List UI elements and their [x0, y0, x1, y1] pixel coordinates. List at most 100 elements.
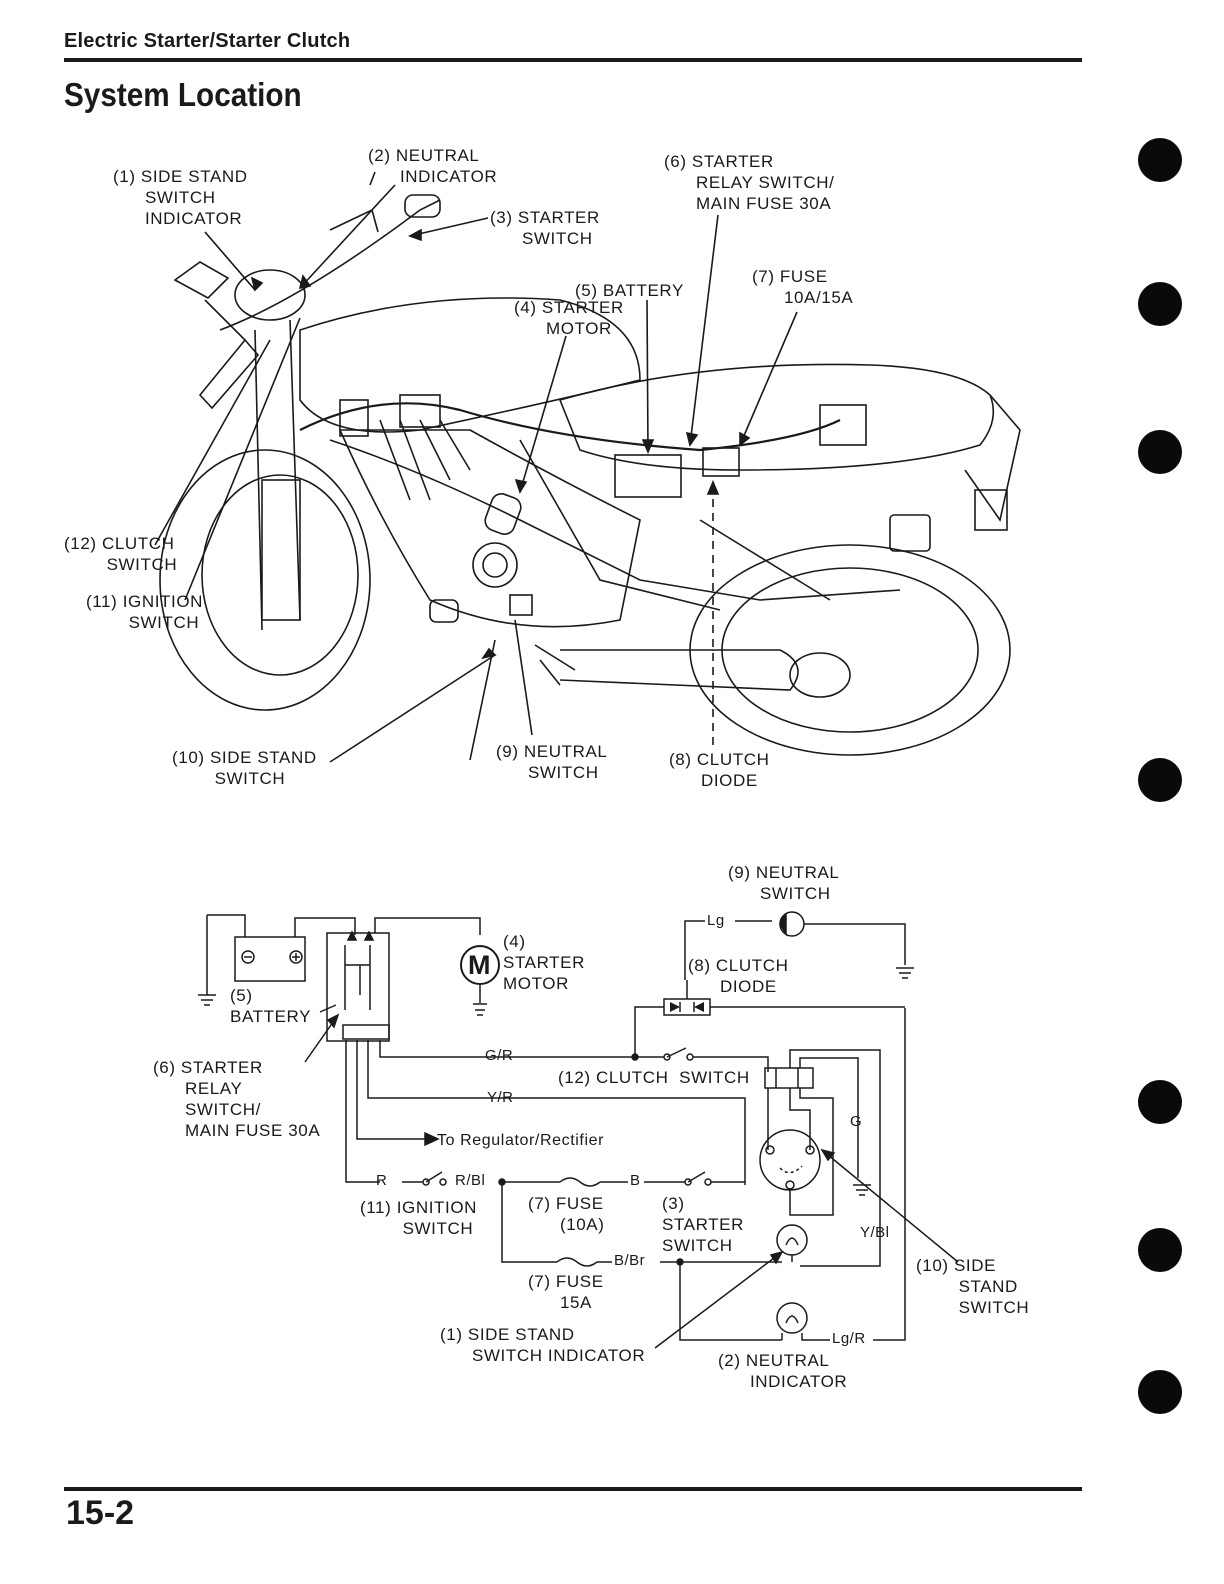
- label-side-stand-switch-indicator: (1) SIDE STAND SWITCH INDICATOR: [113, 167, 248, 228]
- ground-symbol: [853, 1184, 871, 1196]
- handlebar: [219, 199, 441, 331]
- clutch-switch-symbol: [663, 1047, 694, 1061]
- side-stand-switch-symbol: [759, 1129, 821, 1191]
- wire-lg: [684, 920, 705, 980]
- binder-hole: [1138, 138, 1182, 182]
- battery-ground-wire: [206, 914, 246, 995]
- wd-label-battery: (5) BATTERY: [230, 986, 312, 1026]
- fuel-tank: [299, 297, 641, 433]
- wd-label-neutral-switch: (9) NEUTRAL SWITCH: [728, 863, 840, 903]
- label-starter-switch: (3) STARTER SWITCH: [490, 208, 600, 248]
- neutral-indicator-bulb: [776, 1302, 808, 1334]
- wire-lg-r: [873, 1008, 906, 1341]
- mirror: [173, 261, 230, 299]
- side-stand-switch-connector: [764, 1067, 814, 1089]
- side-stand-indicator-bulb: [776, 1224, 808, 1256]
- neutral-switch-symbol: [779, 911, 805, 937]
- wire-regulator: [356, 1040, 425, 1140]
- wd-label-clutch-switch: (12) CLUTCH SWITCH: [558, 1068, 750, 1087]
- label-neutral-indicator: (2) NEUTRAL INDICATOR: [368, 146, 498, 186]
- starter-clutch: [472, 542, 518, 588]
- label-neutral-switch: (9) NEUTRAL SWITCH: [496, 742, 608, 782]
- wd-label-regulator: To Regulator/Rectifier: [437, 1132, 605, 1149]
- wd-label-side-stand-switch: (10) SIDE STAND SWITCH: [916, 1256, 1030, 1317]
- wd-label-starter-relay: (6) STARTER RELAY SWITCH/ MAIN FUSE 30A: [153, 1058, 321, 1140]
- wire-code-y-bl: Y/Bl: [860, 1224, 890, 1241]
- side-stand: [469, 639, 496, 761]
- header-rule: [64, 58, 1082, 62]
- wd-label-side-stand-indicator: (1) SIDE STAND SWITCH INDICATOR: [440, 1325, 646, 1365]
- leader-side-stand-indicator: [654, 1251, 783, 1349]
- wire-fuse-15a: [501, 1182, 557, 1263]
- label-fuse: (7) FUSE 10A/15A: [752, 267, 854, 307]
- wire-code-g-r: G/R: [485, 1047, 514, 1064]
- tail-light: [889, 514, 931, 552]
- wire-code-lg-r: Lg/R: [832, 1330, 866, 1347]
- wire-code-y-r: Y/R: [487, 1089, 514, 1106]
- motor-wire: [374, 917, 481, 935]
- binder-hole: [1138, 1228, 1182, 1272]
- label-starter-relay-switch: (6) STARTER RELAY SWITCH/ MAIN FUSE 30A: [664, 152, 835, 213]
- clutch-diode-symbol: [663, 998, 711, 1016]
- footer-rule: [64, 1487, 1082, 1491]
- wire-y-bl: [789, 1049, 881, 1267]
- starter-motor-shape: [484, 493, 522, 535]
- wire-g: [799, 1057, 859, 1178]
- wire-code-r-bl: R/Bl: [455, 1172, 486, 1189]
- leader-side-stand-switch: [821, 1149, 959, 1263]
- wire-code-b: B: [630, 1172, 641, 1189]
- fuse-15a-symbol: [556, 1257, 598, 1267]
- wd-label-clutch-diode: (8) CLUTCH DIODE: [688, 956, 789, 996]
- page-title: System Location: [64, 76, 302, 113]
- wire-code-g: G: [850, 1113, 863, 1130]
- wire-y-r: [367, 1040, 746, 1185]
- starter-relay-symbol: [326, 930, 390, 1042]
- wire-r: [345, 1040, 380, 1183]
- label-clutch-switch: (12) CLUTCH SWITCH: [64, 534, 178, 574]
- starter-motor-symbol: [460, 945, 500, 1016]
- label-ignition-switch: (11) IGNITION SWITCH: [86, 592, 204, 632]
- page-number: 15-2: [66, 1494, 135, 1532]
- headlight: [234, 269, 306, 321]
- frame: [329, 439, 901, 601]
- label-starter-motor: (4) STARTER MOTOR: [514, 298, 624, 338]
- wd-label-neutral-indicator: (2) NEUTRAL INDICATOR: [718, 1351, 848, 1391]
- binder-hole: [1138, 1080, 1182, 1124]
- fuse-10a-symbol: [559, 1177, 601, 1187]
- engine: [338, 429, 641, 628]
- ignition-switch-symbol: [422, 1171, 447, 1186]
- label-battery: (5) BATTERY: [575, 281, 684, 300]
- label-clutch-diode: (8) CLUTCH DIODE: [669, 750, 770, 790]
- wd-motor-symbol-letter: M: [468, 950, 492, 980]
- diode-clutch-wire: [634, 1006, 664, 1057]
- wd-label-ignition-switch: (11) IGNITION SWITCH: [360, 1198, 478, 1238]
- relay-shape: [702, 447, 740, 477]
- section-title: Electric Starter/Starter Clutch: [64, 30, 351, 52]
- ground-symbol: [198, 994, 216, 1006]
- battery-symbol: [234, 936, 306, 982]
- wd-label-fuse-10a: (7) FUSE (10A): [528, 1194, 605, 1234]
- label-side-stand-switch: (10) SIDE STAND SWITCH: [172, 748, 317, 788]
- wire-g-r: [379, 1040, 635, 1058]
- rectifier: [819, 404, 867, 446]
- neutral-switch-ground-wire: [804, 923, 906, 965]
- ground-symbol: [896, 967, 914, 979]
- binder-hole: [1138, 758, 1182, 802]
- wire-code-r: R: [376, 1172, 388, 1189]
- wd-label-starter-motor: (4) STARTER MOTOR: [503, 932, 585, 993]
- binder-hole: [1138, 1370, 1182, 1414]
- brake-lever: [198, 338, 260, 410]
- battery-shape: [614, 454, 682, 498]
- binder-hole: [1138, 430, 1182, 474]
- wd-label-starter-switch: (3) STARTER SWITCH: [662, 1194, 744, 1255]
- wd-label-fuse-15a: (7) FUSE 15A: [528, 1272, 604, 1312]
- front-fork: [254, 319, 301, 631]
- front-wheel: [159, 449, 371, 711]
- seat: [558, 363, 995, 471]
- wire-code-lg: Lg: [707, 912, 725, 929]
- wire-code-b-br: B/Br: [614, 1252, 646, 1269]
- wire-harness: [299, 402, 841, 452]
- starter-switch-symbol: [684, 1171, 712, 1186]
